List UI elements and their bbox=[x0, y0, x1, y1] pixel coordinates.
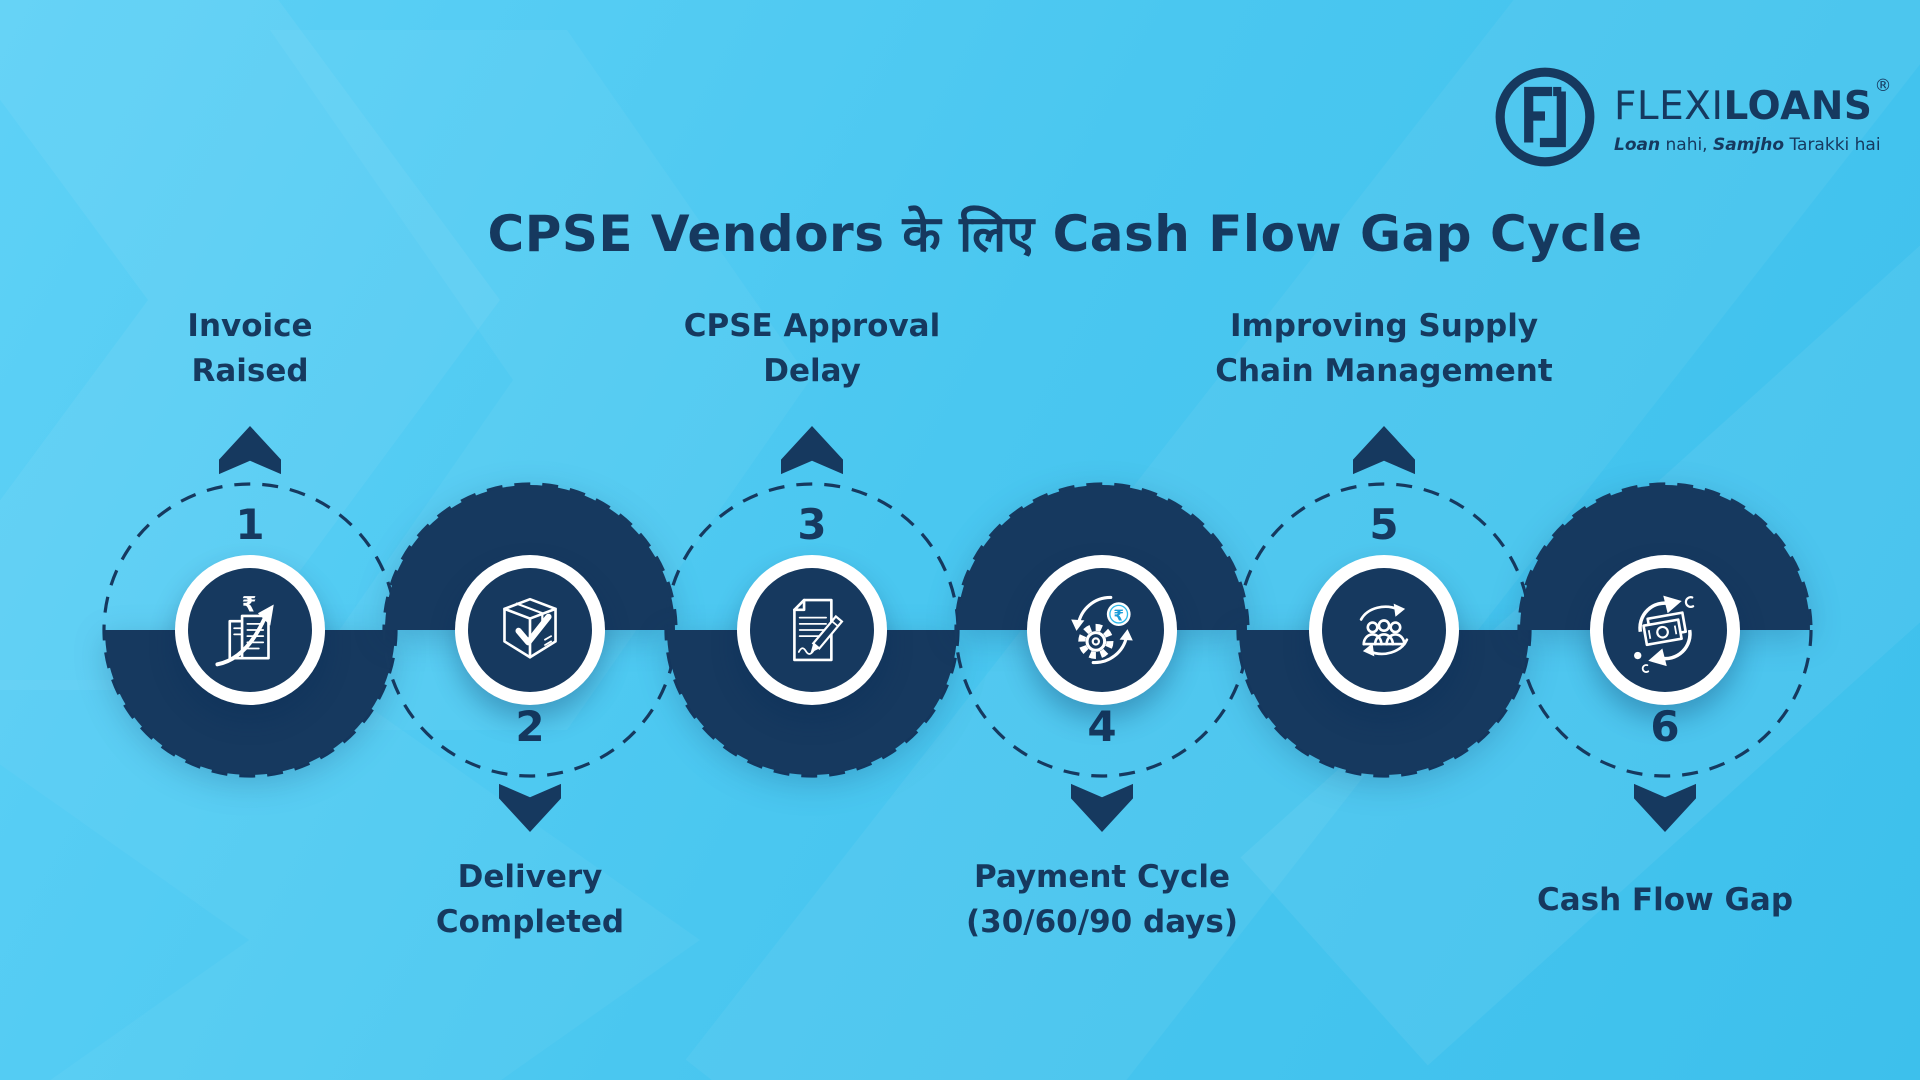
step-5-label: Improving Supply Chain Management bbox=[1215, 308, 1553, 389]
chevron-down-icon bbox=[1634, 783, 1696, 832]
chevron-up-icon bbox=[781, 426, 843, 475]
step-3: CPSE Approval Delay 3 bbox=[632, 0, 992, 1080]
svg-text:₹: ₹ bbox=[1114, 606, 1124, 624]
step-5: Improving Supply Chain Management 5 bbox=[1204, 0, 1564, 1080]
supply-chain-icon bbox=[1359, 603, 1409, 657]
registered-mark: ® bbox=[1874, 76, 1893, 96]
step-1-label: Invoice Raised bbox=[187, 308, 313, 389]
brand-name: FLEXILOANS® bbox=[1614, 76, 1893, 129]
dashed-circle bbox=[664, 482, 960, 778]
step-4-badge: ₹ bbox=[1027, 555, 1177, 705]
step-2-label: Delivery Completed bbox=[435, 859, 625, 940]
step-2-badge bbox=[455, 555, 605, 705]
invoice-raised-icon: ₹ bbox=[215, 592, 274, 667]
step-6-label: Cash Flow Gap bbox=[1536, 881, 1794, 918]
step-3-badge bbox=[737, 555, 887, 705]
flexiloans-monogram-icon bbox=[1495, 67, 1595, 167]
step-1-badge: ₹ bbox=[175, 555, 325, 705]
brand-tagline: Loan nahi, Samjho Tarakki hai bbox=[1614, 135, 1881, 155]
step-4: 4 Payment Cycle (30/60/90 days) bbox=[922, 0, 1282, 1080]
step-3-number: 3 bbox=[797, 500, 827, 549]
dashed-circle bbox=[102, 482, 398, 778]
chevron-down-icon bbox=[1071, 783, 1133, 832]
logo-text: FLEXILOANS® Loan nahi, Samjho Tarakki ha… bbox=[1614, 64, 1892, 170]
step-1-number: 1 bbox=[235, 500, 265, 549]
chevron-up-icon bbox=[219, 426, 281, 475]
flexiloans-logo: FLEXILOANS® Loan nahi, Samjho Tarakki ha… bbox=[1492, 64, 1892, 170]
chevron-up-icon bbox=[1353, 426, 1415, 475]
step-2: 2 Delivery Completed bbox=[350, 0, 710, 1080]
step-5-badge bbox=[1309, 555, 1459, 705]
step-2-number: 2 bbox=[515, 702, 545, 751]
payment-cycle-icon: ₹ bbox=[1071, 595, 1133, 665]
step-4-label: Payment Cycle (30/60/90 days) bbox=[965, 859, 1238, 940]
step-4-number: 4 bbox=[1087, 702, 1117, 751]
page-title: CPSE Vendors के लिए Cash Flow Gap Cycle bbox=[487, 205, 1643, 263]
dashed-circle bbox=[1517, 482, 1813, 778]
step-6: 6 Cash Flow Gap bbox=[1485, 0, 1845, 1080]
document-signing-icon bbox=[793, 598, 844, 662]
dashed-circle bbox=[1236, 482, 1532, 778]
svg-text:₹: ₹ bbox=[242, 592, 257, 617]
step-6-badge bbox=[1590, 555, 1740, 705]
package-check-icon bbox=[503, 597, 557, 659]
step-3-label: CPSE Approval Delay bbox=[683, 308, 941, 389]
step-5-number: 5 bbox=[1369, 500, 1399, 549]
step-1: Invoice Raised 1 bbox=[70, 0, 430, 1080]
step-6-number: 6 bbox=[1650, 702, 1680, 751]
cash-flow-icon bbox=[1634, 595, 1695, 673]
chevron-down-icon bbox=[499, 783, 561, 832]
